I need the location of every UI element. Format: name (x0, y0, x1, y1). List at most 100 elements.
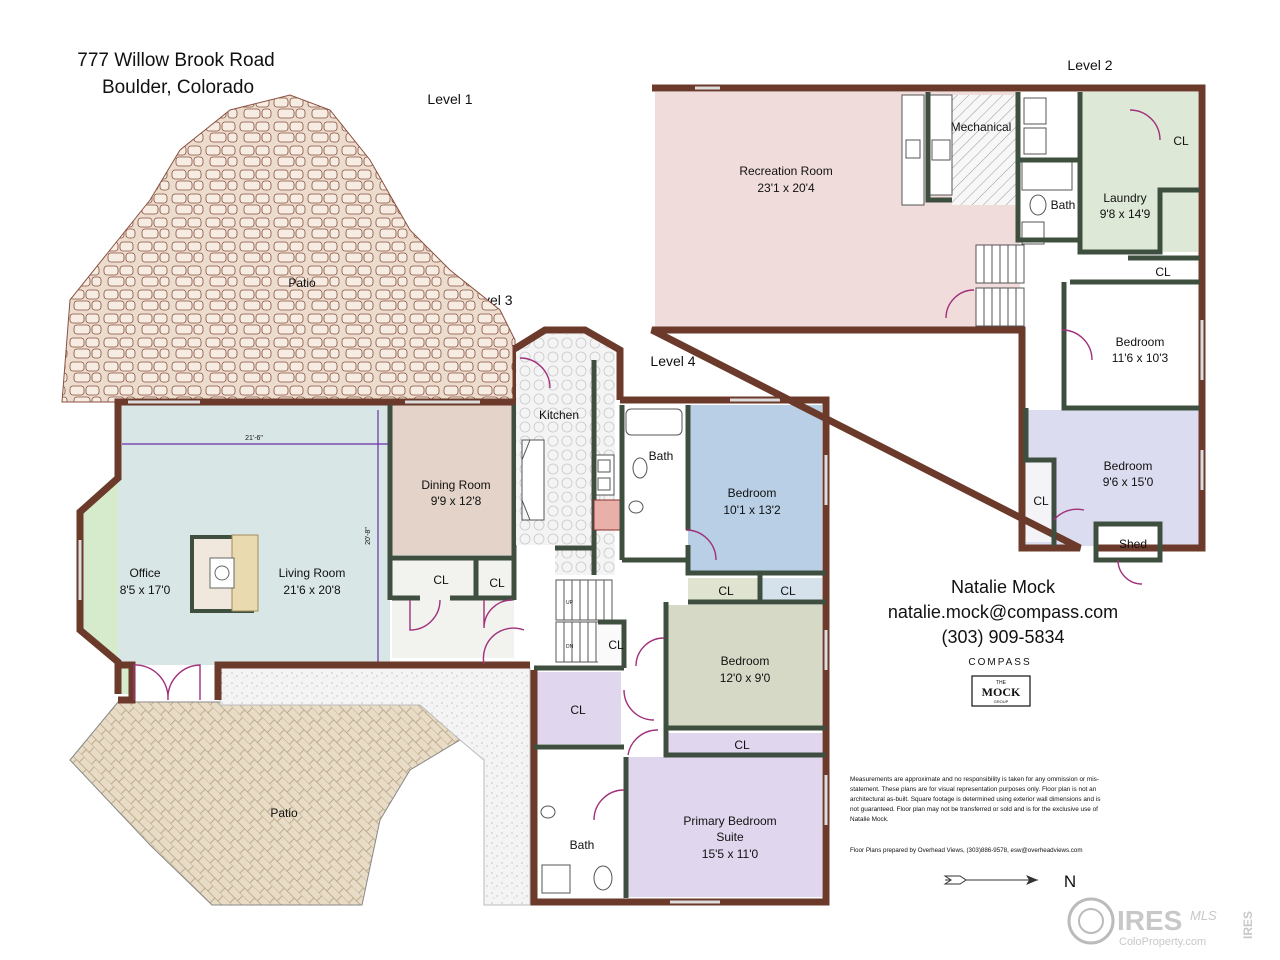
stairs-center (555, 579, 613, 663)
bedroom-c-label: Bedroom (1116, 335, 1165, 349)
bedroom-a-size: 10'1 x 13'2 (723, 503, 781, 517)
north-label: N (1064, 872, 1076, 891)
ires-side: IRES (1241, 911, 1255, 939)
closet-label-hall: CL (570, 703, 586, 717)
disclaimer-line1: Measurements are approximate and no resp… (850, 776, 1099, 783)
closet-hall (537, 672, 621, 744)
windows-l4 (128, 398, 828, 904)
bedroom-c-size: 11'6 x 10'3 (1112, 351, 1169, 365)
wall-l2-interior (925, 92, 1200, 563)
door-bedroom-d (1053, 508, 1085, 521)
level-2-label: Level 2 (1067, 57, 1112, 73)
bath-l2-label: Bath (1051, 198, 1076, 212)
ires-logo-icon (1067, 897, 1115, 945)
door-bedroom-b (635, 637, 665, 667)
vanity-lower-icon (541, 864, 571, 894)
door-shed (1117, 559, 1143, 585)
closet-b (666, 733, 822, 755)
office-size: 8'5 x 17'0 (120, 583, 171, 597)
living-room-label: Living Room (279, 566, 346, 580)
shed-label: Shed (1119, 537, 1147, 551)
mechanical-room (952, 95, 1020, 205)
stairs-dn-label: DN (566, 644, 574, 650)
kitchen-counter (521, 439, 545, 521)
living-dimension-v: 20'-8" (365, 527, 372, 545)
fireplace-grate-icon (214, 565, 230, 581)
stairs-up-label: UP (566, 600, 574, 606)
closet-label-laundry: CL (1173, 134, 1189, 148)
agent-phone: (303) 909-5834 (941, 627, 1064, 647)
preparer-credit: Floor Plans prepared by Overhead Views, … (850, 847, 1082, 854)
mechanical-label: Mechanical (951, 120, 1012, 134)
agent-email: natalie.mock@compass.com (888, 602, 1118, 622)
kitchen-sink2-icon (597, 477, 611, 491)
address-line1: 777 Willow Brook Road (77, 50, 274, 71)
disclaimer-line4: not guaranteed. Floor plan may not be tr… (850, 806, 1098, 813)
wall-l2-exterior (650, 84, 1206, 552)
compass-logo: COMPASS (968, 657, 1031, 668)
level-1-label: Level 1 (427, 91, 472, 107)
bath-lower-label: Bath (570, 838, 595, 852)
wall-kitchen (514, 326, 624, 400)
disclaimer-line3: architectural as-built. Square footage i… (850, 796, 1100, 803)
bedroom-a-label: Bedroom (728, 486, 777, 500)
closet-center (598, 624, 624, 664)
agent-name: Natalie Mock (951, 577, 1056, 597)
dining-room-size: 9'9 x 12'8 (431, 494, 482, 508)
rec-room-size: 23'1 x 20'4 (757, 181, 815, 195)
door-bath-lower (593, 789, 625, 821)
laundry-room (1080, 92, 1198, 252)
patio-top-area (61, 94, 516, 403)
ires-mls: MLS (1190, 908, 1217, 923)
sink-lower-icon (540, 805, 556, 819)
door-bedroom-c (1061, 329, 1093, 361)
wall-l4-interior (534, 405, 826, 898)
closet-label-a1: CL (718, 584, 734, 598)
shower-l2-icon (1021, 159, 1073, 191)
wall-kitchen-inner (555, 360, 597, 575)
rec-room-label: Recreation Room (739, 164, 832, 178)
bedroom-d-label: Bedroom (1104, 459, 1153, 473)
kitchen-label: Kitchen (539, 408, 579, 422)
door-rec (945, 289, 975, 319)
level-4-label: Level 4 (650, 353, 695, 369)
address-line2: Boulder, Colorado (102, 77, 254, 98)
walkway-gravel (219, 667, 531, 906)
door-closet-hall (623, 689, 655, 721)
bedroom-b-label: Bedroom (721, 654, 770, 668)
closet-area-l1 (392, 558, 514, 658)
disclaimer-line5: Natalie Mock. (850, 816, 889, 823)
closet-label-bed-d: CL (1033, 494, 1049, 508)
fireplace-insert (209, 557, 235, 589)
closet-label-center: CL (608, 638, 624, 652)
patio-top-label: Patio (288, 276, 316, 290)
washer-icon (1023, 97, 1047, 125)
door-office-patio (133, 664, 201, 701)
door-entry (482, 627, 525, 665)
closet-label-b: CL (734, 738, 750, 752)
bedroom-a-room (688, 405, 822, 573)
bath-upper-label: Bath (649, 449, 674, 463)
disclaimer-line2: statement. These plans are for visual re… (850, 786, 1097, 793)
vanity-upper-icon (593, 499, 621, 531)
living-dimension-h: 21'-6" (245, 435, 263, 442)
primary-room (628, 757, 822, 897)
windows-l2 (695, 86, 1204, 490)
closet-label-a2: CL (780, 584, 796, 598)
north-arrow-icon (943, 875, 1038, 885)
bedroom-d-size: 9'6 x 15'0 (1103, 475, 1154, 489)
bathtub-upper-icon (625, 408, 683, 436)
wall-l1-bottom (118, 661, 530, 704)
sink-upper-icon (628, 500, 644, 514)
toilet-upper-icon (632, 457, 648, 479)
mock-group-top: THE (996, 680, 1007, 686)
wall-l1-office-dining (387, 405, 517, 601)
toilet-lower-icon (593, 865, 613, 891)
fireplace-hearth (231, 534, 259, 612)
ires-brand: IRES (1117, 905, 1182, 936)
primary-label-2: Suite (716, 830, 744, 844)
living-room-size: 21'6 x 20'8 (283, 583, 341, 597)
mock-group-logo (971, 675, 1031, 707)
recreation-room (655, 92, 905, 327)
closet-a2 (760, 578, 822, 602)
